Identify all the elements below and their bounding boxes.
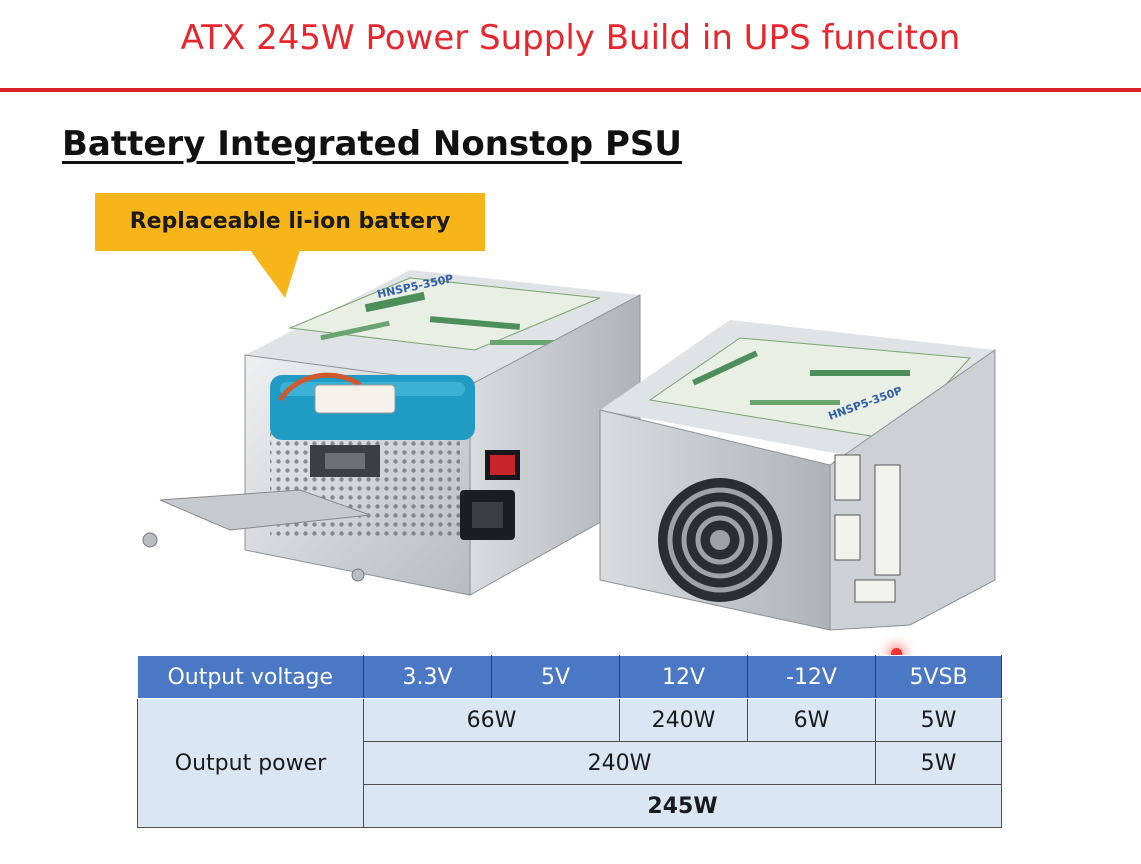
pointer-highlight-dot (891, 648, 902, 659)
table-cell: 240W (619, 698, 748, 742)
header-cell: 5V (491, 655, 620, 699)
table-cell: 240W (363, 741, 876, 785)
header-cell: 5VSB (875, 655, 1002, 699)
header-cell: -12V (747, 655, 876, 699)
psu-unit-right: HNSP5-350P (599, 320, 996, 631)
table-cell: 66W (363, 698, 620, 742)
title-divider (0, 88, 1141, 92)
header-cell: 3.3V (363, 655, 492, 699)
table-cell: 5W (875, 698, 1002, 742)
table-row: 245W (138, 784, 1002, 828)
table-cell: 5W (875, 741, 1002, 785)
slide-subtitle: Battery Integrated Nonstop PSU (62, 124, 682, 164)
slide-title: ATX 245W Power Supply Build in UPS funci… (180, 18, 961, 58)
psu-unit-left: HNSP5-350P (142, 270, 641, 596)
table-row: Output power 66W 240W 6W 5W (137, 698, 1002, 828)
row-label-output-power: Output power (137, 698, 364, 828)
table-row: 240W 5W (138, 741, 1002, 785)
product-photo: HNSP5-350P HNSP5-350P (142, 270, 996, 631)
output-spec-table: Output voltage 3.3V 5V 12V -12V 5VSB Out… (137, 655, 1002, 828)
battery-callout: Replaceable li-ion battery (95, 193, 485, 251)
header-cell: 12V (619, 655, 748, 699)
table-cell-total: 245W (363, 784, 1002, 828)
callout-text: Replaceable li-ion battery (129, 209, 451, 234)
table-cell: 6W (747, 698, 876, 742)
header-cell: Output voltage (137, 655, 364, 699)
table-header-row: Output voltage 3.3V 5V 12V -12V 5VSB (137, 655, 1002, 699)
